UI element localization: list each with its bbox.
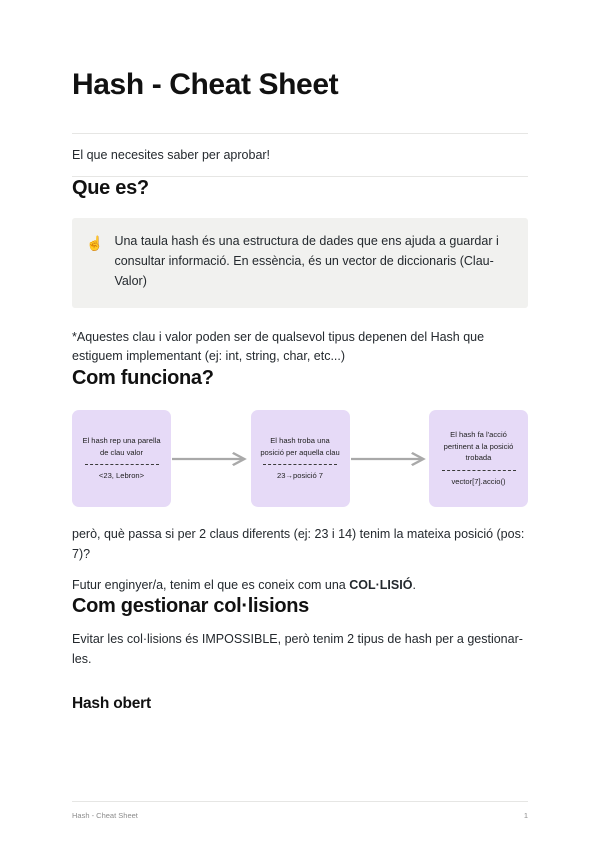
collision-question: però, què passa si per 2 claus diferents…	[72, 527, 525, 561]
heading-hash-obert: Hash obert	[72, 694, 151, 712]
callout-text: Una taula hash és una estructura de dade…	[114, 234, 499, 288]
document-subtitle: El que necesites saber per aprobar!	[72, 147, 271, 162]
collision-statement-prefix: Futur enginyer/a, tenim el que es coneix…	[72, 577, 350, 592]
flow-step-3-title: El hash fa l'acció pertinent a la posici…	[443, 430, 514, 463]
flow-step-1-title: El hash rep una parella de clau valor	[82, 436, 161, 457]
flow-step-3-divider	[441, 469, 516, 471]
gestionar-body: Evitar les col·lisions és IMPOSSIBLE, pe…	[72, 632, 523, 666]
collision-term: COL·LISIÓ	[349, 577, 413, 592]
index-pointing-up-icon: ☝️	[86, 235, 104, 252]
collision-statement: Futur enginyer/a, tenim el que es coneix…	[72, 576, 528, 596]
flow-step-3: El hash fa l'acció pertinent a la posici…	[429, 410, 528, 507]
divider-bottom	[72, 176, 528, 178]
flow-diagram: El hash rep una parella de clau valor <2…	[72, 410, 528, 507]
divider-top	[72, 132, 528, 134]
flow-step-1: El hash rep una parella de clau valor <2…	[72, 410, 171, 507]
flow-step-1-divider	[84, 464, 159, 466]
flow-step-2-code: 23→posició 7	[276, 471, 323, 481]
note-paragraph: *Aquestes clau i valor poden ser de qual…	[72, 329, 485, 364]
flow-step-2: El hash troba una posició per aquella cl…	[250, 410, 350, 507]
collision-statement-suffix: .	[412, 577, 416, 592]
callout-box: ☝️ Una taula hash és una estructura de d…	[72, 218, 528, 308]
flow-step-2-title: El hash troba una posició per aquella cl…	[260, 436, 340, 457]
footer-title: Hash - Cheat Sheet	[72, 811, 138, 820]
heading-com-gestionar: Com gestionar col·lisions	[72, 595, 309, 618]
footer-page-number: 1	[523, 811, 528, 820]
flow-arrow-1	[172, 451, 250, 466]
heading-com-funciona: Com funciona?	[72, 367, 214, 389]
heading-que-es: Que es?	[72, 177, 149, 200]
flow-step-2-divider	[263, 464, 337, 466]
flow-arrow-2	[350, 451, 429, 466]
page-title: Hash - Cheat Sheet	[72, 68, 339, 101]
subtitle-block: El que necesites saber per aprobar!	[72, 132, 528, 178]
flow-step-3-code: vector[7].accio()	[451, 476, 506, 486]
flow-step-1-code: <23, Lebron>	[98, 471, 145, 481]
page-footer: Hash - Cheat Sheet 1	[72, 801, 528, 820]
